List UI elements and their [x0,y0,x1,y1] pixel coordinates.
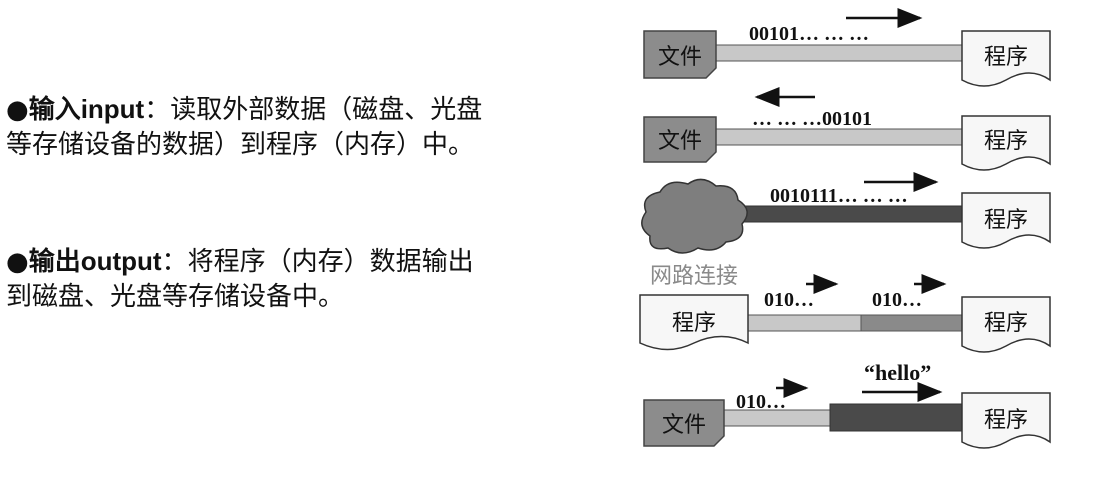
program-page [961,192,1051,249]
row-1-file-to-program: 文件 程序 00101… … … [643,8,1051,87]
stream-text-1: 010… [764,289,814,311]
input-term: 输入input [28,94,145,124]
output-colon: ： [161,247,188,277]
output-desc: 将程序（内存）数据输出到磁盘、光盘等存储设备中。 [6,247,474,312]
input-description: ●输入input：读取外部数据（磁盘、光盘等存储设备的数据）到程序（内存）中。 [6,92,486,163]
file-box [643,399,725,447]
program-page-label: 程序 [984,311,1028,336]
stream-text: … … …00101 [752,108,872,130]
output-description: ●输出output：将程序（内存）数据输出到磁盘、光盘等存储设备中。 [6,244,486,315]
file-box-label: 文件 [658,45,702,70]
row-4-program-to-program: 程序 程序 010… 010… [639,274,1051,353]
pipe-light [715,44,963,62]
program-page-label: 程序 [984,45,1028,70]
input-colon: ： [144,95,171,125]
pipe-dark [829,403,963,432]
input-desc: 读取外部数据（磁盘、光盘等存储设备的数据）到程序（内存）中。 [6,95,483,160]
file-box [643,30,717,79]
program-page-label: 程序 [984,129,1028,154]
pipe-light [715,128,963,146]
cloud-icon [641,178,748,254]
pipe-light [747,314,862,332]
program-page-label: 程序 [984,408,1028,433]
row-5-file-to-program: 文件 程序 010… “hello” [643,360,1051,449]
program-page-left [639,294,749,351]
program-page [961,296,1051,353]
row-2-program-to-file: 文件 程序 … … …00101 [643,87,1051,171]
program-page-label: 程序 [984,208,1028,233]
stream-text: 00101… … … [749,23,869,45]
pipe-mid [860,314,963,332]
row-3-network-to-program: 程序 0010111… … … 网路连接 [641,172,1051,289]
hello-text: “hello” [864,360,931,385]
stream-text-1: 010… [736,391,786,413]
file-box-label: 文件 [658,129,702,154]
file-box [643,116,717,163]
input-bullet: ● [6,95,29,125]
stream-text-2: 010… [872,289,922,311]
output-term: 输出output [28,246,162,276]
output-bullet: ● [6,247,29,277]
file-box-label: 文件 [662,413,706,438]
stream-text: 0010111… … … [770,185,908,207]
program-page [961,392,1051,449]
program-page [961,30,1051,87]
pipe-dark [723,205,963,223]
network-caption: 网路连接 [650,264,738,289]
program-page [961,115,1051,171]
program-page-label-left: 程序 [672,311,716,336]
